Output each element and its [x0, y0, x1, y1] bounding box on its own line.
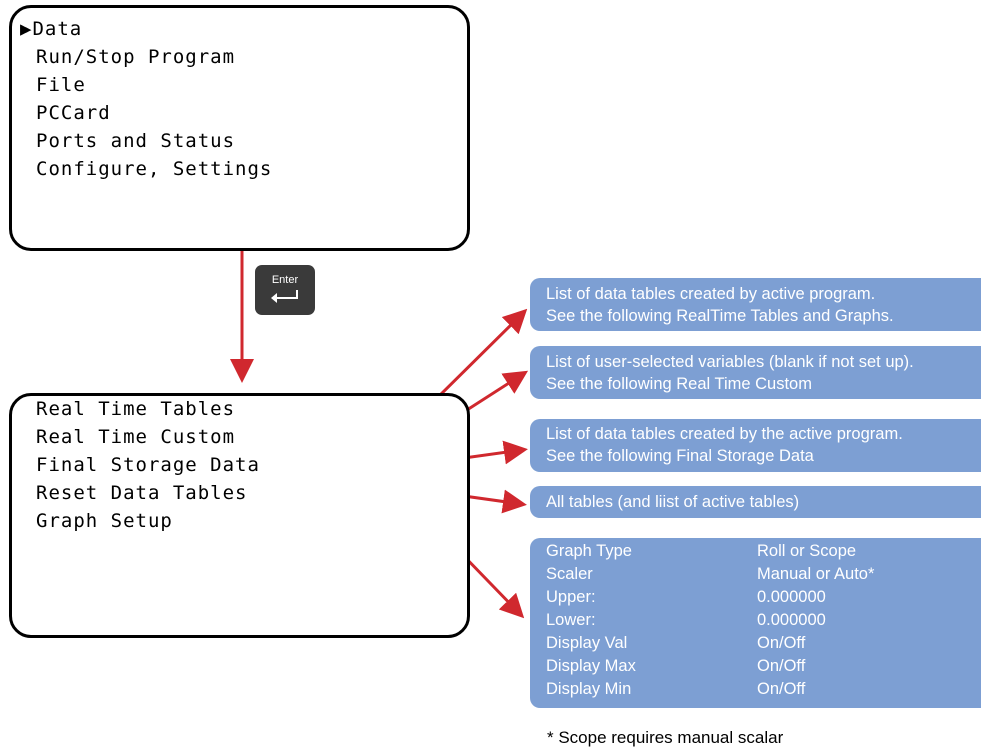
graph-setup-row: Graph Type Roll or Scope — [546, 540, 981, 563]
main-menu-item-data[interactable]: ▶Data — [20, 18, 83, 40]
graph-setup-row: Upper: 0.000000 — [546, 586, 981, 609]
data-menu-screen: Real Time Tables Real Time Custom Final … — [9, 393, 470, 638]
enter-return-icon — [271, 290, 298, 303]
callout-real-time-custom: List of user-selected variables (blank i… — [530, 346, 981, 399]
callout-line: All tables (and liist of active tables) — [546, 493, 800, 511]
graph-setup-row: Display Val On/Off — [546, 632, 981, 655]
callout-line: See the following RealTime Tables and Gr… — [546, 307, 894, 325]
graph-setup-row: Lower: 0.000000 — [546, 609, 981, 632]
graph-setup-value: 0.000000 — [757, 588, 826, 606]
graph-setup-label: Scaler — [546, 565, 593, 583]
graph-setup-label: Graph Type — [546, 542, 632, 560]
main-menu-item-configure[interactable]: Configure, Settings — [36, 158, 273, 180]
callout-line: List of data tables created by the activ… — [546, 425, 903, 443]
enter-key-label: Enter — [271, 274, 299, 286]
data-menu-item-final-storage[interactable]: Final Storage Data — [36, 454, 260, 476]
main-menu-screen: ▶Data Run/Stop Program File PCCard Ports… — [9, 5, 470, 251]
callout-line: See the following Final Storage Data — [546, 447, 814, 465]
graph-setup-value: On/Off — [757, 657, 806, 675]
graph-setup-value: On/Off — [757, 634, 806, 652]
graph-setup-row: Display Max On/Off — [546, 655, 981, 678]
callout-real-time-tables: List of data tables created by active pr… — [530, 278, 981, 331]
graph-setup-value: 0.000000 — [757, 611, 826, 629]
main-menu-item-file[interactable]: File — [36, 74, 86, 96]
graph-setup-value: On/Off — [757, 680, 806, 698]
footnote: * Scope requires manual scalar — [547, 728, 784, 747]
callout-final-storage: List of data tables created by the activ… — [530, 419, 981, 472]
callout-line: List of data tables created by active pr… — [546, 285, 876, 303]
enter-key[interactable]: Enter — [255, 265, 315, 315]
main-menu-item-pccard[interactable]: PCCard — [36, 102, 111, 124]
data-menu-item-real-time-tables[interactable]: Real Time Tables — [36, 398, 236, 420]
callout-graph-setup: Graph Type Roll or Scope Scaler Manual or … — [530, 538, 981, 708]
graph-setup-value: Roll or Scope — [757, 542, 857, 560]
data-menu-item-graph-setup[interactable]: Graph Setup — [36, 510, 173, 532]
graph-setup-label: Lower: — [546, 611, 596, 629]
callout-reset-tables: All tables (and liist of active tables) — [530, 486, 981, 518]
selector-arrow-icon: ▶ — [20, 18, 33, 40]
graph-setup-label: Display Min — [546, 680, 632, 698]
callout-line: List of user-selected variables (blank i… — [546, 353, 914, 371]
graph-setup-row: Display Min On/Off — [546, 678, 981, 701]
main-menu-item-run-stop[interactable]: Run/Stop Program — [36, 46, 236, 68]
graph-setup-row: Scaler Manual or Auto* — [546, 563, 981, 586]
data-menu-item-reset-tables[interactable]: Reset Data Tables — [36, 482, 248, 504]
graph-setup-value: Manual or Auto* — [757, 565, 875, 583]
callout-line: See the following Real Time Custom — [546, 375, 812, 393]
graph-setup-label: Display Val — [546, 634, 628, 652]
data-menu-item-real-time-custom[interactable]: Real Time Custom — [36, 426, 236, 448]
graph-setup-label: Upper: — [546, 588, 596, 606]
main-menu-item-ports-status[interactable]: Ports and Status — [36, 130, 236, 152]
graph-setup-label: Display Max — [546, 657, 636, 675]
